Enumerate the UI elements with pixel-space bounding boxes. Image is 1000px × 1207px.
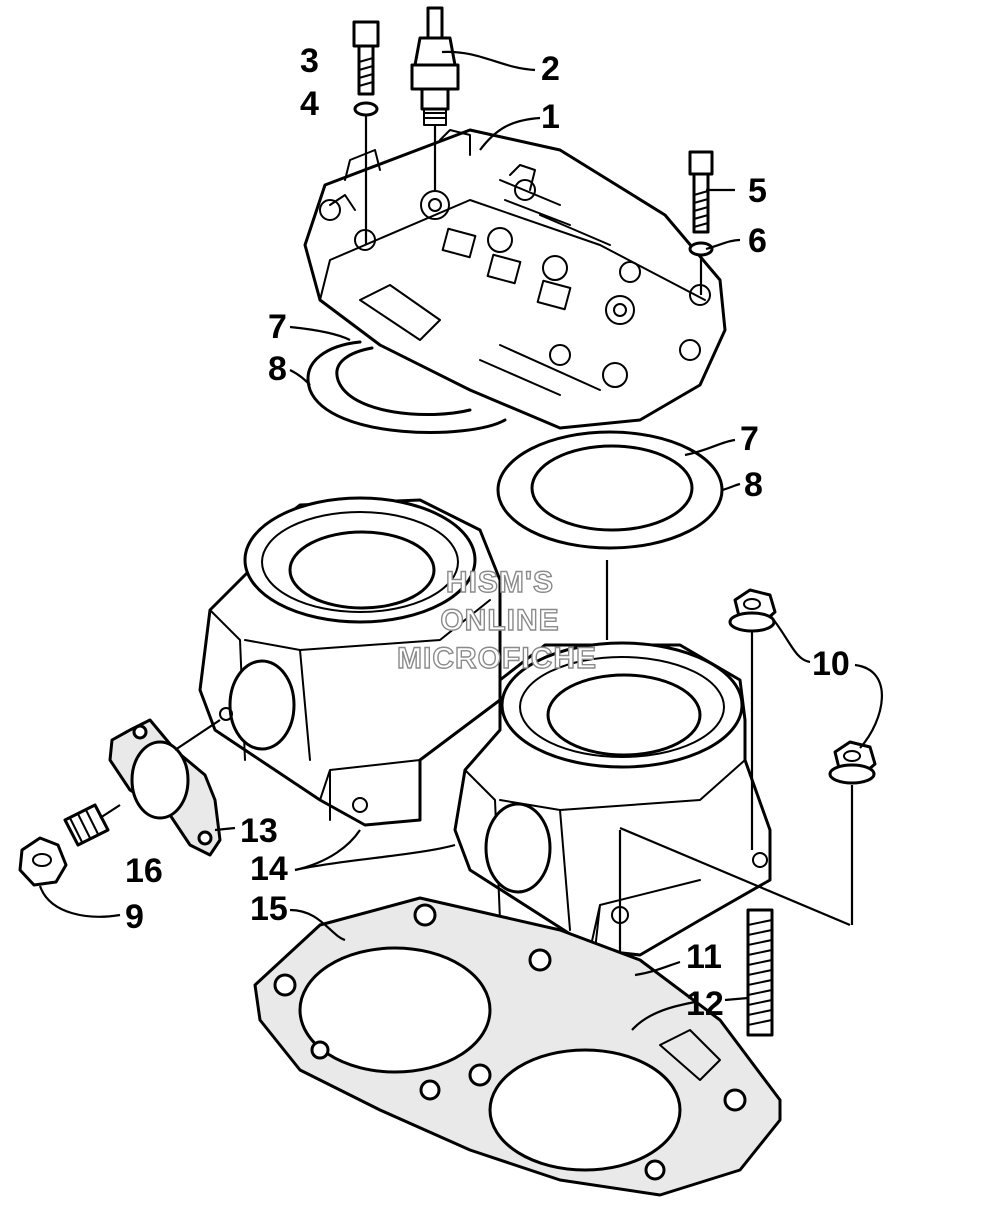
callout-4: 4 xyxy=(300,85,319,123)
cylinder-right xyxy=(453,641,851,1190)
callout-9: 9 xyxy=(125,898,144,936)
callout-8-upper: 8 xyxy=(268,350,287,388)
callout-labels: 2 1 3 4 5 6 7 8 7 8 10 13 14 15 16 9 11 … xyxy=(125,42,850,1023)
callout-7-upper: 7 xyxy=(268,308,287,346)
callout-1: 1 xyxy=(541,98,560,136)
callout-3: 3 xyxy=(300,42,319,80)
callout-12: 12 xyxy=(686,985,724,1023)
callout-15: 15 xyxy=(250,890,288,928)
watermark-line-3: MICROFICHE xyxy=(397,642,597,675)
callout-5: 5 xyxy=(748,172,767,210)
callout-6: 6 xyxy=(748,222,767,260)
exhaust-stud-and-nut xyxy=(18,803,121,918)
head-bolt-right xyxy=(688,150,714,295)
watermark-line-1: HISM'S xyxy=(446,566,554,599)
callout-2: 2 xyxy=(541,50,560,88)
watermark-line-2: ONLINE xyxy=(440,604,559,637)
spark-plug xyxy=(410,6,460,190)
callout-8-lower: 8 xyxy=(744,466,763,504)
callout-16: 16 xyxy=(125,852,163,890)
leader-lines xyxy=(214,50,749,1031)
callout-11: 11 xyxy=(686,938,722,976)
callout-14: 14 xyxy=(250,850,288,888)
watermark: HISM'S ONLINE MICROFICHE xyxy=(396,565,597,675)
callout-7-lower: 7 xyxy=(740,420,759,458)
exhaust-gasket xyxy=(108,718,222,857)
head-bolt-left xyxy=(352,20,380,245)
head-o-rings-left xyxy=(306,340,507,434)
callout-13: 13 xyxy=(240,812,278,850)
cylinder-left xyxy=(198,496,502,827)
cylinder-head xyxy=(303,128,727,430)
callout-10: 10 xyxy=(812,645,850,683)
flange-nuts xyxy=(728,588,883,925)
